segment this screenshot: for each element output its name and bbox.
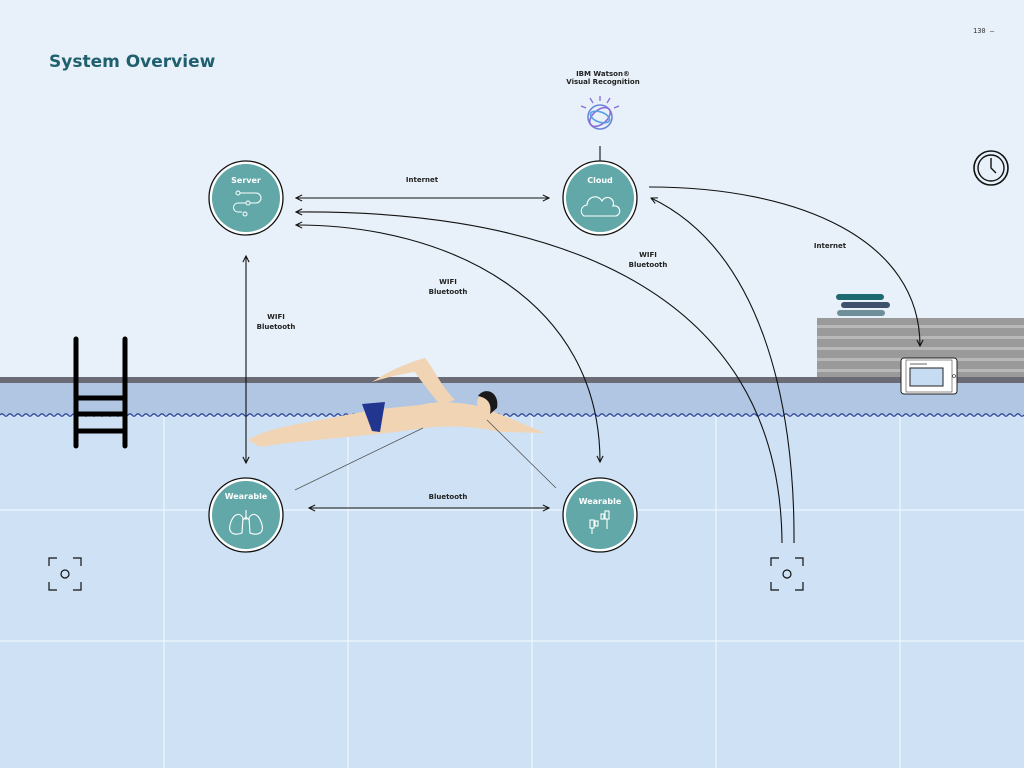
pool-water [0,383,1024,768]
watson-label: IBM Watson® [576,70,630,78]
clock-icon [973,150,1009,186]
lungs-icon [229,510,263,535]
label-wifi: WIFI [639,251,657,259]
label-internet: Internet [814,242,847,250]
link-cloud-camera [651,198,795,544]
pool-ladder-icon [73,336,128,449]
page-number: 130 — [973,27,995,35]
watson-logo-icon [580,96,620,130]
workflow-icon [233,190,262,217]
label-bluetooth: Bluetooth [429,288,468,296]
watson-label: Visual Recognition [566,78,639,86]
label-wifi: WIFI [267,313,285,321]
label-bluetooth: Bluetooth [257,323,296,331]
camera-icon [48,557,82,591]
wearable-lungs-node[interactable]: Wearable [208,477,284,553]
tablet-device[interactable] [900,357,958,395]
link-server-wearable-right [296,225,600,462]
link-cloud-tablet [648,186,920,346]
towels-icon [836,294,890,316]
camera-icon [770,557,804,591]
page-title: System Overview [49,52,216,72]
label-internet: Internet [406,176,439,184]
server-node[interactable]: Server [208,160,284,236]
water-surface [0,383,1024,415]
label-wifi: WIFI [439,278,457,286]
wearable-earbuds-node[interactable]: Wearable [562,477,638,553]
earbuds-icon [589,510,610,534]
wearable-label: Wearable [225,492,268,501]
link-server-camera [296,212,783,544]
server-label: Server [231,176,261,185]
cloud-node[interactable]: Cloud [562,160,638,236]
cloud-label: Cloud [587,176,613,185]
label-bluetooth: Bluetooth [629,261,668,269]
cloud-icon [580,196,621,217]
label-bluetooth: Bluetooth [429,493,468,501]
pool-edge [0,377,1024,383]
wearable-label: Wearable [579,497,622,506]
